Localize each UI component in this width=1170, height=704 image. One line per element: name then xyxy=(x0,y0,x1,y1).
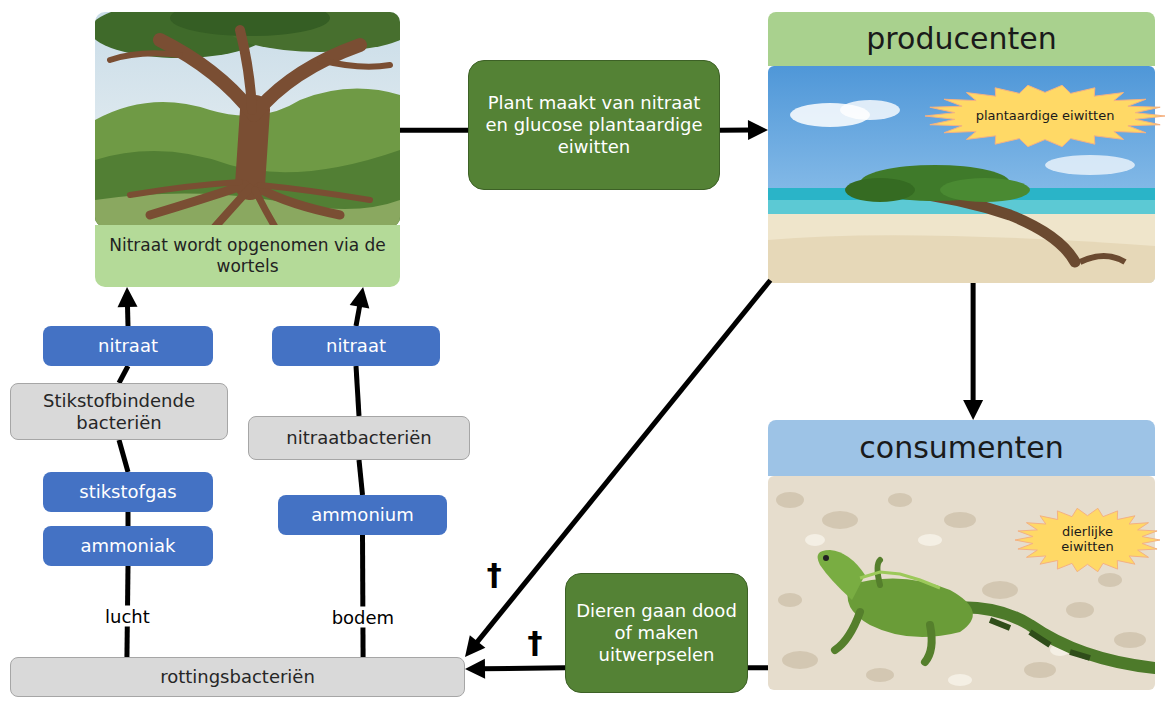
iguana-photo xyxy=(768,476,1155,690)
node-text: Nitraat wordt opgenomen via de wortels xyxy=(95,225,400,287)
arrow-head xyxy=(465,659,485,679)
bacteria-box: nitraatbacteriën xyxy=(248,416,470,460)
substance-box: nitraat xyxy=(43,326,213,366)
connector-line xyxy=(359,460,363,495)
connector-line xyxy=(119,366,128,383)
connector xyxy=(720,120,768,140)
substance-box: ammoniak xyxy=(43,526,213,566)
edge-label: † xyxy=(524,625,547,660)
connector xyxy=(128,512,129,526)
node-text: plantaardige eiwitten xyxy=(963,109,1127,124)
node-text: Plant maakt van nitraat en glucose plant… xyxy=(479,92,709,158)
starburst-outline xyxy=(925,85,1165,146)
connector xyxy=(748,667,768,668)
arrow-head xyxy=(748,120,768,140)
connector-line xyxy=(400,128,468,133)
connector-line xyxy=(971,283,976,404)
starburst-callout: dierlijke eiwitten xyxy=(1015,508,1160,572)
connector xyxy=(118,287,138,326)
edge-label: bodem xyxy=(328,606,398,627)
node-text: nitraatbacteriën xyxy=(259,427,459,449)
node-text: Stikstofbindende bacteriën xyxy=(21,390,217,434)
starburst-callout: plantaardige eiwitten xyxy=(925,85,1165,147)
connector xyxy=(356,366,359,416)
node-text: dierlijke eiwitten xyxy=(1038,525,1137,555)
connector-line xyxy=(720,127,752,132)
substance-box: nitraat xyxy=(272,326,440,366)
connector-line xyxy=(360,535,366,657)
connector-line xyxy=(126,512,131,526)
tree-photo xyxy=(95,12,400,227)
node-text: stikstofgas xyxy=(53,481,203,503)
arrow-head xyxy=(963,400,983,420)
arrow-head xyxy=(118,287,138,307)
node-text: ammonium xyxy=(288,504,437,526)
connector-line xyxy=(748,665,768,670)
connector-line xyxy=(119,440,128,472)
node-text: Dieren gaan dood of maken uitwerpselen xyxy=(576,600,737,666)
node-text: ammoniak xyxy=(53,535,203,557)
node-text: consumenten xyxy=(768,420,1155,476)
bacteria-box: rottingsbacteriën xyxy=(10,657,465,697)
node-text: producenten xyxy=(768,12,1155,66)
group-panel: consumenten dierlijke eiwitten xyxy=(768,420,1155,690)
connector-line xyxy=(481,668,565,669)
tree-panel: Nitraat wordt opgenomen via de wortels xyxy=(95,12,400,287)
edge-label: lucht xyxy=(101,606,154,627)
connector xyxy=(119,440,128,472)
bacteria-box: Stikstofbindende bacteriën xyxy=(10,383,228,440)
substance-box: stikstofgas xyxy=(43,472,213,512)
connector xyxy=(359,460,363,495)
edge-label: † xyxy=(483,557,506,592)
process-box: Dieren gaan dood of maken uitwerpselen xyxy=(565,573,748,693)
arrow-head xyxy=(350,287,370,308)
connector xyxy=(963,283,983,420)
node-text: nitraat xyxy=(282,335,430,357)
connector xyxy=(350,287,370,326)
connector-line xyxy=(356,366,359,416)
connector xyxy=(362,535,364,657)
node-text: rottingsbacteriën xyxy=(21,666,454,688)
arrow-head xyxy=(465,635,485,657)
substance-box: ammonium xyxy=(278,495,447,535)
connector xyxy=(400,130,468,131)
process-box: Plant maakt van nitraat en glucose plant… xyxy=(468,60,720,190)
connector xyxy=(119,366,128,383)
group-panel: producenten plantaardige eiwitten xyxy=(768,12,1155,283)
node-text: nitraat xyxy=(53,335,203,357)
starburst-outline xyxy=(1015,508,1160,571)
connector xyxy=(465,659,565,679)
